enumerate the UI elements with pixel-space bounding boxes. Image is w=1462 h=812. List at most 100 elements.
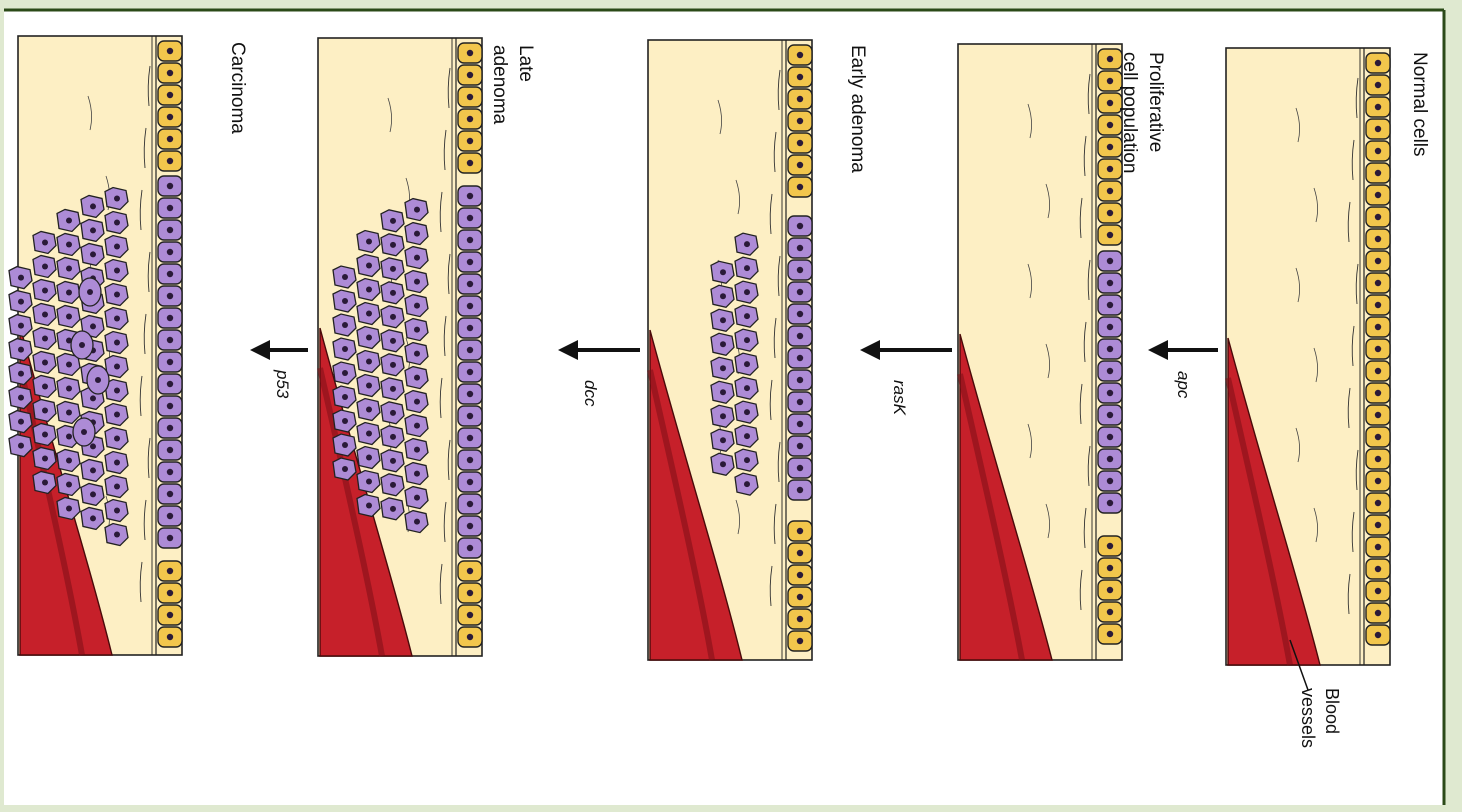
cell-nucleus bbox=[414, 255, 420, 261]
cell-nucleus bbox=[744, 265, 750, 271]
cell-nucleus bbox=[42, 287, 48, 293]
cell-nucleus bbox=[18, 347, 24, 353]
cell-nucleus bbox=[114, 364, 120, 370]
cell-nucleus bbox=[366, 407, 372, 413]
cell-nucleus bbox=[167, 158, 173, 164]
cell-nucleus bbox=[366, 287, 372, 293]
cell-nucleus bbox=[81, 429, 87, 435]
cell-nucleus bbox=[114, 220, 120, 226]
cell-nucleus bbox=[366, 239, 372, 245]
cell-nucleus bbox=[467, 193, 473, 199]
cell-nucleus bbox=[390, 482, 396, 488]
cell-nucleus bbox=[797, 162, 803, 168]
cell-nucleus bbox=[720, 341, 726, 347]
cell-nucleus bbox=[1375, 610, 1381, 616]
cell-nucleus bbox=[167, 249, 173, 255]
cell-nucleus bbox=[167, 447, 173, 453]
cell-nucleus bbox=[1375, 192, 1381, 198]
mutation-label-rask: rasK bbox=[889, 380, 909, 415]
cell-nucleus bbox=[720, 413, 726, 419]
cell-nucleus bbox=[1107, 188, 1113, 194]
cell-nucleus bbox=[342, 346, 348, 352]
cell-nucleus bbox=[366, 335, 372, 341]
cell-nucleus bbox=[744, 289, 750, 295]
cell-nucleus bbox=[1107, 144, 1113, 150]
cell-nucleus bbox=[414, 375, 420, 381]
cell-nucleus bbox=[390, 506, 396, 512]
cell-nucleus bbox=[797, 487, 803, 493]
cell-nucleus bbox=[1375, 368, 1381, 374]
cell-nucleus bbox=[167, 315, 173, 321]
cell-nucleus bbox=[797, 223, 803, 229]
cell-nucleus bbox=[467, 237, 473, 243]
cell-nucleus bbox=[66, 241, 72, 247]
cell-nucleus bbox=[720, 461, 726, 467]
cell-nucleus bbox=[167, 70, 173, 76]
cell-nucleus bbox=[390, 338, 396, 344]
cell-nucleus bbox=[42, 359, 48, 365]
cell-nucleus bbox=[42, 311, 48, 317]
cell-nucleus bbox=[1375, 280, 1381, 286]
cell-nucleus bbox=[42, 239, 48, 245]
cell-nucleus bbox=[87, 289, 93, 295]
cell-nucleus bbox=[1107, 166, 1113, 172]
cell-nucleus bbox=[797, 528, 803, 534]
cell-nucleus bbox=[1375, 566, 1381, 572]
cell-nucleus bbox=[797, 421, 803, 427]
cell-nucleus bbox=[342, 442, 348, 448]
cell-nucleus bbox=[720, 437, 726, 443]
cell-nucleus bbox=[18, 371, 24, 377]
stage-label-proliferative: Proliferative cell population bbox=[1116, 52, 1168, 173]
cell-nucleus bbox=[1107, 587, 1113, 593]
cell-nucleus bbox=[390, 434, 396, 440]
cell-nucleus bbox=[390, 218, 396, 224]
cell-nucleus bbox=[467, 303, 473, 309]
cell-nucleus bbox=[90, 467, 96, 473]
cell-nucleus bbox=[744, 457, 750, 463]
cell-nucleus bbox=[42, 455, 48, 461]
cell-nucleus bbox=[414, 303, 420, 309]
cell-nucleus bbox=[1375, 104, 1381, 110]
cell-nucleus bbox=[167, 337, 173, 343]
cell-nucleus bbox=[467, 116, 473, 122]
cell-nucleus bbox=[467, 457, 473, 463]
callout-blood-vessels: Blood vessels bbox=[1296, 688, 1344, 748]
cell-nucleus bbox=[1107, 565, 1113, 571]
cell-nucleus bbox=[114, 484, 120, 490]
cell-nucleus bbox=[467, 545, 473, 551]
cell-nucleus bbox=[1375, 302, 1381, 308]
cell-nucleus bbox=[167, 114, 173, 120]
cell-nucleus bbox=[467, 479, 473, 485]
cell-nucleus bbox=[467, 50, 473, 56]
cell-nucleus bbox=[467, 634, 473, 640]
cell-nucleus bbox=[66, 433, 72, 439]
cell-nucleus bbox=[167, 513, 173, 519]
cell-nucleus bbox=[18, 395, 24, 401]
cell-nucleus bbox=[18, 419, 24, 425]
cell-nucleus bbox=[414, 327, 420, 333]
cell-nucleus bbox=[114, 292, 120, 298]
cell-nucleus bbox=[167, 48, 173, 54]
cell-nucleus bbox=[414, 495, 420, 501]
cell-nucleus bbox=[114, 268, 120, 274]
cell-nucleus bbox=[79, 342, 85, 348]
cell-nucleus bbox=[42, 335, 48, 341]
cell-nucleus bbox=[167, 634, 173, 640]
cell-nucleus bbox=[744, 313, 750, 319]
cell-nucleus bbox=[167, 491, 173, 497]
cell-nucleus bbox=[90, 443, 96, 449]
mutation-label-p53: p53 bbox=[272, 370, 292, 398]
cell-nucleus bbox=[167, 469, 173, 475]
cell-nucleus bbox=[1107, 258, 1113, 264]
cell-nucleus bbox=[467, 325, 473, 331]
cell-nucleus bbox=[414, 351, 420, 357]
cell-nucleus bbox=[414, 447, 420, 453]
cell-nucleus bbox=[1375, 324, 1381, 330]
cell-nucleus bbox=[720, 293, 726, 299]
cell-nucleus bbox=[467, 612, 473, 618]
cell-nucleus bbox=[66, 265, 72, 271]
cell-nucleus bbox=[342, 298, 348, 304]
cell-nucleus bbox=[720, 317, 726, 323]
cell-nucleus bbox=[390, 410, 396, 416]
cell-nucleus bbox=[797, 638, 803, 644]
